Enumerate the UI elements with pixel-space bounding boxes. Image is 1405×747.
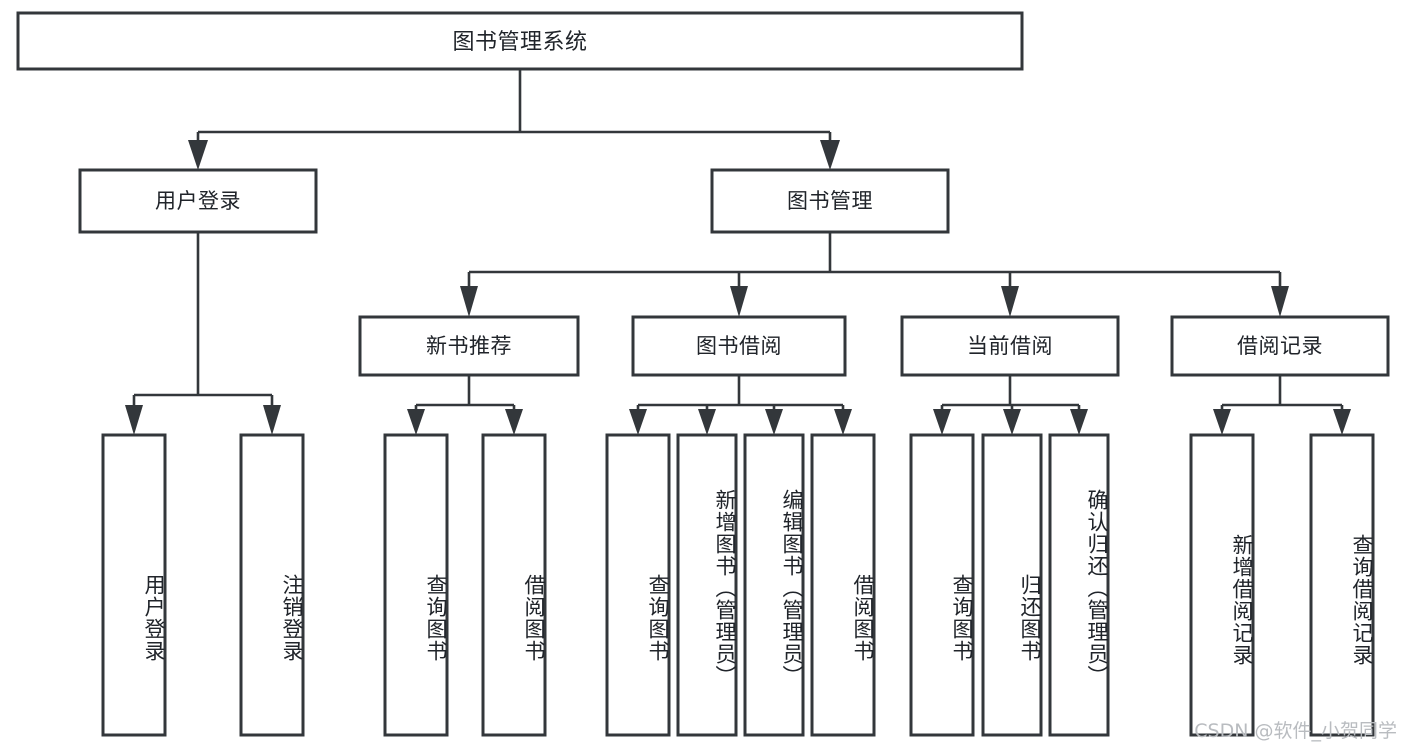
arrowhead-cur-confirm — [1070, 409, 1088, 435]
node-book-manage-label: 图书管理 — [787, 189, 873, 213]
arrowhead-cur-return — [1003, 409, 1021, 435]
node-current-borrow-label: 当前借阅 — [967, 334, 1053, 358]
leaf-user-logout-box[interactable] — [239, 433, 305, 737]
leaf-bl-query-box[interactable] — [605, 433, 671, 737]
connector-layer — [125, 69, 1351, 435]
arrowhead-borrow — [730, 286, 748, 317]
node-new-book[interactable]: 新书推荐 — [358, 315, 580, 377]
node-book-borrow[interactable]: 图书借阅 — [631, 315, 847, 377]
arrowhead-leaf-user-logout — [263, 405, 281, 435]
node-user-login-box[interactable] — [78, 168, 318, 234]
arrowhead-bl-edit — [765, 409, 783, 435]
node-new-book-label: 新书推荐 — [426, 334, 512, 358]
node-borrow-record[interactable]: 借阅记录 — [1170, 315, 1390, 377]
leaf-bl-borrow-box[interactable] — [810, 433, 876, 737]
arrowhead-nb-query — [407, 409, 425, 435]
leaf-cur-query-box[interactable] — [909, 433, 975, 737]
arrowhead-record — [1271, 286, 1289, 317]
node-new-book-box[interactable] — [358, 315, 580, 377]
node-book-manage-box[interactable] — [710, 168, 950, 234]
leaf-nb-query-box[interactable] — [383, 433, 449, 737]
arrowhead-leaf-user-login — [125, 405, 143, 435]
node-current-borrow-box[interactable] — [900, 315, 1120, 377]
leaf-nb-borrow-box[interactable] — [481, 433, 547, 737]
node-book-borrow-box[interactable] — [631, 315, 847, 377]
leaf-cur-return-box[interactable] — [981, 433, 1043, 737]
arrowhead-user-login — [188, 140, 208, 170]
arrowhead-new-book — [460, 286, 478, 317]
node-book-manage[interactable]: 图书管理 — [710, 168, 950, 234]
arrowhead-book-manage — [820, 140, 840, 170]
arrowhead-rec-add — [1213, 409, 1231, 435]
leaf-rec-query-box[interactable] — [1309, 433, 1375, 737]
leaf-user-login-box[interactable] — [101, 433, 167, 737]
node-book-borrow-label: 图书借阅 — [696, 334, 782, 358]
arrowhead-cur-query — [933, 409, 951, 435]
node-current-borrow[interactable]: 当前借阅 — [900, 315, 1120, 377]
arrowhead-bl-borrow — [834, 409, 852, 435]
node-root-box[interactable] — [16, 11, 1024, 71]
leaf-bl-edit-box[interactable] — [743, 433, 805, 737]
arrowhead-current — [1001, 286, 1019, 317]
node-root[interactable]: 图书管理系统 — [16, 11, 1024, 71]
node-borrow-record-box[interactable] — [1170, 315, 1390, 377]
node-user-login-label: 用户登录 — [155, 189, 241, 213]
node-root-label: 图书管理系统 — [452, 30, 587, 55]
node-borrow-record-label: 借阅记录 — [1237, 334, 1323, 358]
arrowhead-rec-query — [1333, 409, 1351, 435]
arrowhead-bl-query — [629, 409, 647, 435]
node-user-login[interactable]: 用户登录 — [78, 168, 318, 234]
arrowhead-nb-borrow — [505, 409, 523, 435]
leaf-bl-add-box[interactable] — [676, 433, 738, 737]
arrowhead-bl-add — [698, 409, 716, 435]
leaf-rec-add-box[interactable] — [1189, 433, 1255, 737]
leaf-cur-confirm-box[interactable] — [1048, 433, 1110, 737]
node-layer: 图书管理系统 用户登录 图书管理 新书推荐 图书借阅 — [16, 11, 1390, 737]
